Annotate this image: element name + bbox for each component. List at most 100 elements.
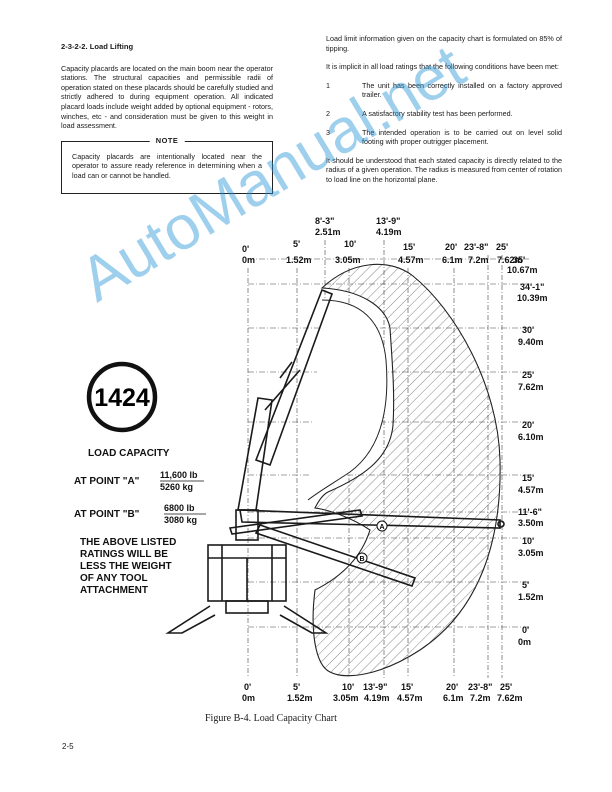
top-low-ft: 0' <box>242 244 249 254</box>
left-column: 2-3-2-2. Load Lifting Capacity placards … <box>61 38 273 194</box>
top-low-m: 4.57m <box>398 255 424 265</box>
boom-tip-pulley <box>497 520 505 528</box>
stowed-boom <box>228 509 364 535</box>
height-ft: 20' <box>522 420 534 430</box>
model-number: 1424 <box>94 384 150 412</box>
bottom-m: 7.62m <box>497 693 523 703</box>
crane-pedestal <box>235 509 259 541</box>
point-a-lb: 11,600 lb <box>160 470 198 480</box>
height-ft: 25' <box>522 370 534 380</box>
bottom-m: 3.05m <box>333 693 359 703</box>
condition-number: 3 <box>326 127 330 137</box>
top-high-ft: 8'-3" <box>315 216 334 226</box>
right-outrigger <box>279 605 329 634</box>
condition-text: The unit has been correctly installed on… <box>362 80 562 100</box>
radius-paragraph: It should be understood that each stated… <box>326 155 562 184</box>
bottom-ft: 25' <box>500 682 512 692</box>
top-low-ft: 15' <box>403 242 415 252</box>
height-labels: 35' 10.67m 34'-1" 10.39m 30' 9.40m 25' 7… <box>507 255 548 647</box>
point-b-letter: B <box>360 556 365 563</box>
condition-item: 2 A satisfactory stability test has been… <box>326 109 562 119</box>
top-low-m: 3.05m <box>335 255 361 265</box>
condition-number: 2 <box>326 108 330 118</box>
bottom-ft: 5' <box>293 682 300 692</box>
height-ft: 35' <box>513 255 525 265</box>
height-m: 6.10m <box>518 432 544 442</box>
height-ft: 30' <box>522 325 534 335</box>
top-low-m: 0m <box>242 255 255 265</box>
top-low-m: 7.62m <box>497 255 523 265</box>
capacity-info: LOAD CAPACITY AT POINT "A" 11,600 lb 526… <box>74 448 206 596</box>
crane-drawing <box>165 288 505 634</box>
bottom-ft: 15' <box>401 682 413 692</box>
height-m: 9.40m <box>518 337 544 347</box>
disclaimer-line: ATTACHMENT <box>80 585 148 596</box>
crane-mast <box>237 397 273 511</box>
bottom-ft: 13'-9" <box>363 682 387 692</box>
disclaimer-line: RATINGS WILL BE <box>80 549 168 560</box>
point-a-letter: A <box>380 524 385 531</box>
placard-paragraph: Capacity placards are located on the mai… <box>61 63 273 131</box>
note-label: NOTE <box>149 135 185 146</box>
boom-cylinder <box>264 369 301 411</box>
point-a-marker <box>376 520 388 532</box>
trailer-base <box>225 600 269 614</box>
disclaimer-line: THE ABOVE LISTED <box>80 537 176 548</box>
bottom-ft: 23'-8" <box>468 682 492 692</box>
top-high-m: 2.51m <box>315 227 341 237</box>
disclaimer-line: OF ANY TOOL <box>80 573 148 584</box>
bottom-m: 4.57m <box>397 693 423 703</box>
height-m: 3.50m <box>518 518 544 528</box>
top-low-m: 1.52m <box>286 255 312 265</box>
bottom-m: 0m <box>242 693 255 703</box>
height-ft: 5' <box>522 580 529 590</box>
main-boom-horizontal <box>239 509 501 529</box>
top-low-ft: 5' <box>293 239 300 249</box>
condition-number: 1 <box>326 80 330 90</box>
height-m: 10.67m <box>507 265 538 275</box>
point-b-kg: 3080 kg <box>164 515 197 525</box>
right-column: Load limit information given on the capa… <box>326 34 562 194</box>
height-ft: 10' <box>522 536 534 546</box>
height-m: 10.39m <box>517 293 548 303</box>
height-ft: 15' <box>522 473 534 483</box>
top-low-m: 7.2m <box>468 255 489 265</box>
top-high-ft: 13'-9" <box>376 216 400 226</box>
condition-item: 3 The intended operation is to be carrie… <box>326 128 562 147</box>
bottom-ft: 10' <box>342 682 354 692</box>
condition-text: The intended operation is to be carried … <box>362 127 562 147</box>
note-text: Capacity placards are intentionally loca… <box>72 151 262 180</box>
note-box: NOTE Capacity placards are intentionally… <box>61 135 273 194</box>
point-a-kg: 5260 kg <box>160 482 193 492</box>
page-number: 2-5 <box>62 742 74 751</box>
bottom-ft: 0' <box>244 682 251 692</box>
bottom-m: 6.1m <box>443 693 464 703</box>
load-capacity-title: LOAD CAPACITY <box>88 448 170 459</box>
top-high-m: 4.19m <box>376 227 402 237</box>
top-high-labels: 8'-3" 2.51m 13'-9" 4.19m <box>315 216 402 237</box>
point-b-lb: 6800 lb <box>164 503 195 513</box>
top-low-m: 6.1m <box>442 255 463 265</box>
bottom-m: 4.19m <box>364 693 390 703</box>
top-low-ft: 10' <box>344 239 356 249</box>
top-low-labels: 0' 0m 5' 1.52m 10' 3.05m 15' 4.57m 20' 6… <box>242 239 523 265</box>
height-m: 7.62m <box>518 382 544 392</box>
point-b-marker <box>356 552 368 564</box>
boom-cylinder-rod <box>279 361 293 379</box>
left-outrigger <box>165 605 216 634</box>
condition-item: 1 The unit has been correctly installed … <box>326 81 562 100</box>
model-badge <box>86 361 158 433</box>
condition-text: A satisfactory stability test has been p… <box>362 108 513 118</box>
height-ft: 34'-1" <box>520 282 544 292</box>
point-b-label: AT POINT "B" <box>74 509 140 520</box>
section-heading: 2-3-2-2. Load Lifting <box>61 42 134 51</box>
figure-caption: Figure B-4. Load Capacity Chart <box>205 713 337 724</box>
height-ft: 0' <box>522 625 529 635</box>
bottom-ft: 20' <box>446 682 458 692</box>
top-low-ft: 25' <box>496 242 508 252</box>
top-low-ft: 20' <box>445 242 457 252</box>
load-capacity-chart: A B 1424 LOAD CAPACITY AT POINT "A" 11,6… <box>74 216 548 703</box>
height-m: 4.57m <box>518 485 544 495</box>
height-m: 1.52m <box>518 592 544 602</box>
load-limit-paragraph: Load limit information given on the capa… <box>326 34 562 53</box>
